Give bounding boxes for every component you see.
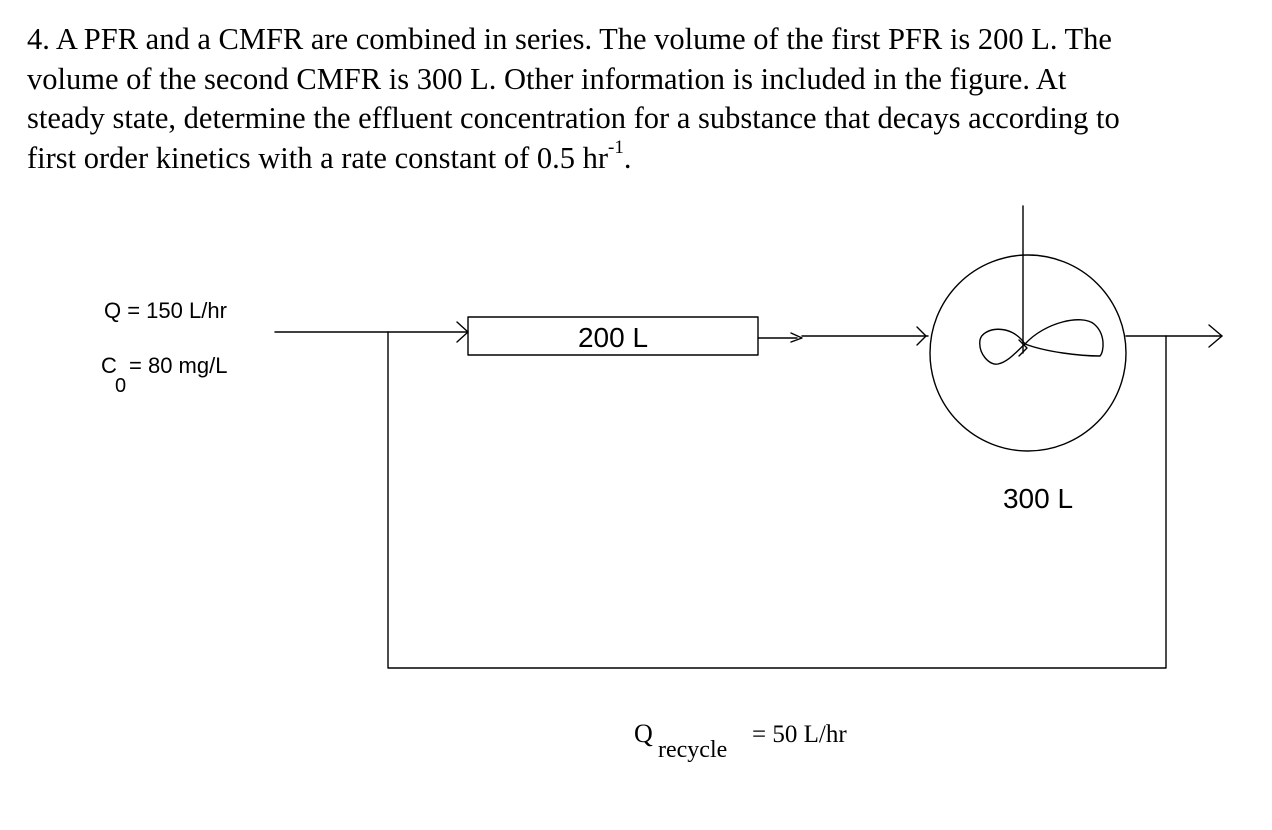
recycle-loop	[387, 331, 1167, 669]
concentration-subscript: 0	[115, 375, 126, 397]
cmfr-reactor	[929, 254, 1127, 452]
pfr-outlet-arrowhead	[790, 332, 803, 343]
problem-line-4-end: .	[623, 140, 632, 175]
effluent-arrowhead	[1208, 324, 1223, 348]
problem-line-3: steady state, determine the effluent con…	[27, 101, 1120, 135]
recycle-subscript: recycle	[658, 737, 727, 763]
impeller-left-blade	[979, 328, 1026, 365]
recycle-flow-label: Qrecycle = 50 L/hr	[634, 719, 847, 763]
problem-line-4: first order kinetics with a rate constan…	[27, 137, 1262, 179]
concentration-value: = 80 mg/L	[129, 353, 227, 378]
rate-exponent: -1	[608, 137, 624, 159]
concentration-letter: C	[101, 353, 117, 378]
problem-statement: 4. A PFR and a CMFR are combined in seri…	[27, 20, 1262, 178]
problem-line-4-text: first order kinetics with a rate constan…	[27, 140, 609, 175]
cmfr-inlet-arrowhead	[916, 326, 927, 346]
recycle-q: Q	[634, 719, 653, 748]
problem-line-2: volume of the second CMFR is 300 L. Othe…	[27, 61, 1067, 96]
recycle-value: = 50 L/hr	[752, 721, 847, 748]
pfr-volume-label: 200 L	[578, 322, 648, 353]
problem-line-1: 4. A PFR and a CMFR are combined in seri…	[27, 22, 1112, 56]
impeller-right-blade	[1024, 319, 1104, 357]
flow-rate-label: Q = 150 L/hr	[104, 298, 227, 323]
impeller-hub	[1018, 339, 1028, 357]
pfr-reactor	[467, 316, 759, 356]
cmfr-volume-label: 300 L	[1003, 483, 1073, 514]
